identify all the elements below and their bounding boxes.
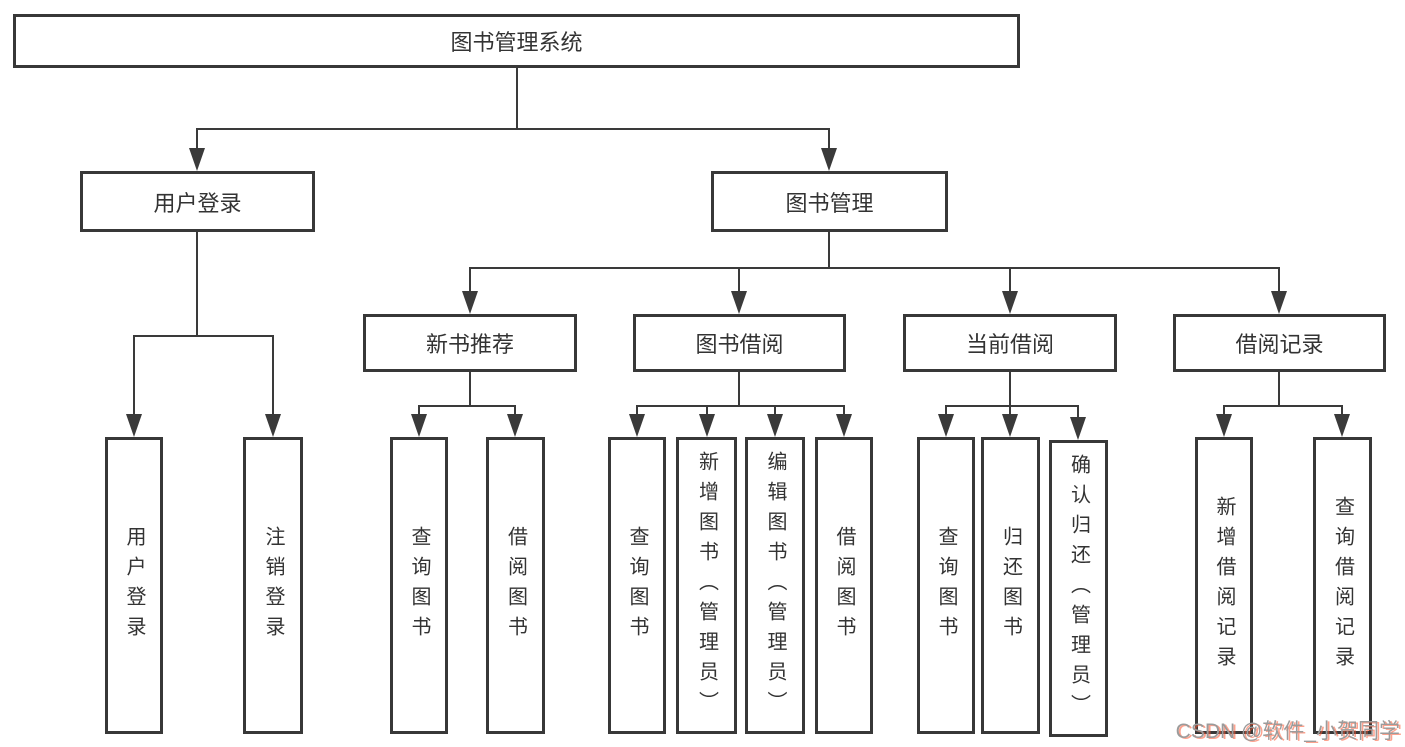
connector-line: [1278, 372, 1280, 405]
arrow-down-icon: [629, 414, 645, 437]
connector-line: [636, 405, 638, 415]
connector-line: [272, 335, 274, 415]
arrow-down-icon: [462, 291, 478, 314]
connector-line: [738, 267, 740, 292]
connector-line: [1278, 267, 1280, 292]
node-book-management: 图书管理: [711, 171, 948, 232]
arrow-down-icon: [699, 414, 715, 437]
leaf-return-books-label: 归还图书: [999, 525, 1022, 646]
leaf-borrow-books-borrowing-label: 借阅图书: [833, 525, 855, 646]
arrow-down-icon: [189, 148, 205, 171]
connector-line: [738, 372, 740, 405]
leaf-add-borrow-record-label: 新增借阅记录: [1213, 495, 1235, 676]
connector-line: [469, 372, 471, 405]
arrow-down-icon: [126, 414, 142, 437]
arrow-down-icon: [265, 414, 281, 437]
leaf-query-borrow-record-label: 查询借阅记录: [1331, 495, 1354, 676]
connector-line: [1341, 405, 1343, 415]
connector-line: [843, 405, 845, 415]
leaf-logout-login-label: 注销登录: [262, 525, 284, 646]
leaf-query-books-borrowing: 查询图书: [608, 437, 666, 734]
connector-line: [196, 128, 198, 150]
leaf-borrow-books-recommend: 借阅图书: [486, 437, 545, 734]
connector-line: [1009, 267, 1011, 292]
connector-line: [1009, 405, 1011, 415]
connector-line: [1223, 405, 1225, 415]
connector-line: [706, 405, 708, 415]
arrow-down-icon: [821, 148, 837, 171]
arrow-down-icon: [767, 414, 783, 437]
node-book-borrowing: 图书借阅: [633, 314, 846, 372]
connector-line: [828, 128, 830, 150]
connector-line: [418, 405, 420, 415]
connector-line: [514, 405, 516, 415]
connector-line: [196, 232, 198, 335]
leaf-user-login-label: 用户登录: [123, 525, 145, 646]
watermark: CSDN @软件_小贺同学: [1175, 720, 1400, 743]
leaf-query-books-recommend: 查询图书: [390, 437, 448, 734]
connector-line: [133, 335, 135, 415]
node-new-book-recommendation-label: 新书推荐: [425, 332, 514, 357]
leaf-user-login: 用户登录: [105, 437, 163, 734]
leaf-edit-books-admin-label: 编辑图书（管理员）: [764, 450, 786, 721]
connector-line: [828, 232, 830, 267]
node-borrowing-records: 借阅记录: [1173, 314, 1386, 372]
arrow-down-icon: [1271, 291, 1287, 314]
arrow-down-icon: [1002, 414, 1018, 437]
leaf-edit-books-admin: 编辑图书（管理员）: [745, 437, 805, 734]
node-book-borrowing-label: 图书借阅: [695, 332, 784, 357]
arrow-down-icon: [411, 414, 427, 437]
node-current-borrowing: 当前借阅: [903, 314, 1117, 372]
connector-line: [1009, 372, 1011, 405]
connector-line: [1077, 405, 1079, 418]
connector-line: [774, 405, 776, 415]
node-borrowing-records-label: 借阅记录: [1235, 332, 1324, 357]
node-current-borrowing-label: 当前借阅: [965, 332, 1054, 357]
connector-line: [1223, 405, 1343, 407]
leaf-confirm-return-admin: 确认归还（管理员）: [1049, 440, 1108, 737]
arrow-down-icon: [1216, 414, 1232, 437]
node-user-login-label: 用户登录: [153, 190, 242, 216]
arrow-down-icon: [836, 414, 852, 437]
node-user-login: 用户登录: [80, 171, 315, 232]
leaf-query-books-borrowing-label: 查询图书: [626, 525, 648, 646]
leaf-borrow-books-recommend-label: 借阅图书: [504, 525, 527, 646]
leaf-add-books-admin: 新增图书（管理员）: [676, 437, 737, 734]
node-root: 图书管理系统: [13, 14, 1020, 68]
node-new-book-recommendation: 新书推荐: [363, 314, 577, 372]
connector-line: [133, 335, 274, 337]
arrow-down-icon: [731, 291, 747, 314]
leaf-borrow-books-borrowing: 借阅图书: [815, 437, 873, 734]
arrow-down-icon: [1070, 417, 1086, 440]
leaf-confirm-return-admin-label: 确认归还（管理员）: [1067, 453, 1090, 724]
connector-line: [469, 267, 471, 292]
connector-line: [418, 405, 516, 407]
connector-line: [196, 128, 830, 130]
node-root-label: 图书管理系统: [450, 30, 583, 55]
leaf-query-borrow-record: 查询借阅记录: [1313, 437, 1372, 734]
connector-line: [945, 405, 947, 415]
arrow-down-icon: [1334, 414, 1350, 437]
leaf-query-books-current-label: 查询图书: [935, 525, 957, 646]
connector-line: [945, 405, 1079, 407]
leaf-logout-login: 注销登录: [243, 437, 303, 734]
arrow-down-icon: [938, 414, 954, 437]
leaf-query-books-current: 查询图书: [917, 437, 975, 734]
node-book-management-label: 图书管理: [785, 190, 874, 216]
arrow-down-icon: [1002, 291, 1018, 314]
connector-line: [636, 405, 845, 407]
connector-line: [516, 68, 518, 128]
leaf-add-borrow-record: 新增借阅记录: [1195, 437, 1253, 734]
leaf-query-books-recommend-label: 查询图书: [408, 525, 430, 646]
arrow-down-icon: [507, 414, 523, 437]
connector-line: [469, 267, 1280, 269]
leaf-add-books-admin-label: 新增图书（管理员）: [695, 450, 718, 721]
leaf-return-books: 归还图书: [981, 437, 1040, 734]
